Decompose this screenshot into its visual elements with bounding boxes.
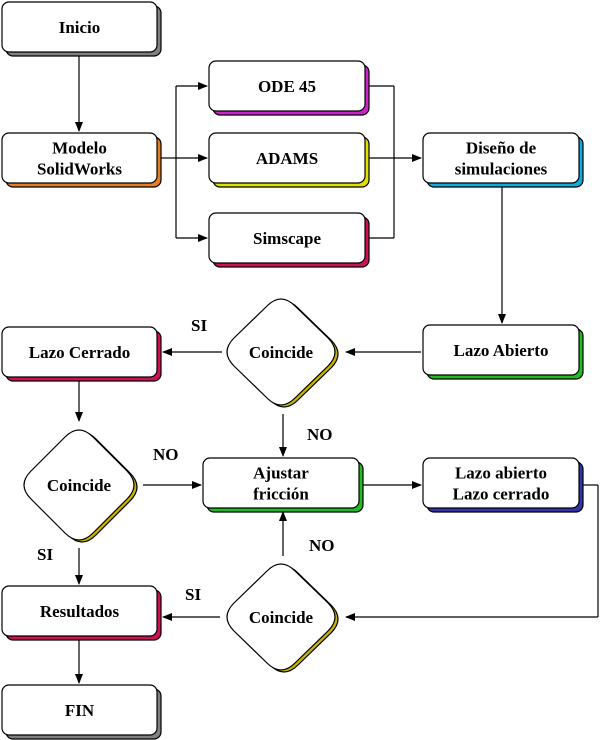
node-label: SolidWorks (37, 160, 122, 179)
node-fin: FIN (1, 684, 162, 740)
node-box (422, 132, 580, 184)
node-coincide-left: Coincide (23, 429, 138, 543)
node-box (422, 324, 580, 376)
node-label: simulaciones (455, 160, 548, 179)
node-label: Inicio (59, 18, 101, 37)
node-label: FIN (65, 701, 95, 720)
node-box (208, 60, 366, 112)
node-label: Diseño de (466, 139, 537, 158)
node-label: Lazo cerrado (453, 485, 550, 504)
label-no-top: NO (307, 425, 333, 444)
node-lazo-abierto: Lazo Abierto (422, 324, 584, 380)
node-label: Lazo Abierto (454, 341, 549, 360)
node-box (1, 684, 158, 736)
label-si-bottom: SI (185, 585, 201, 604)
node-box (1, 132, 158, 184)
node-label: Lazo Cerrado (29, 343, 131, 362)
node-label: Coincide (47, 476, 112, 495)
node-box (208, 212, 366, 264)
node-diamond (226, 298, 336, 406)
node-box (1, 326, 158, 378)
node-box (1, 1, 158, 53)
node-label: ADAMS (256, 149, 318, 168)
node-box (1, 585, 158, 637)
node-diseno: Diseño de simulaciones (422, 132, 584, 188)
node-label: Lazo abierto (455, 464, 547, 483)
edge-labels: SI NO NO SI NO SI (37, 316, 335, 604)
node-diamond (23, 429, 135, 541)
node-diamond (226, 563, 336, 671)
label-si-top: SI (191, 316, 207, 335)
label-no-bottom: NO (309, 536, 335, 555)
node-coincide-top: Coincide (226, 298, 339, 408)
node-adams: ADAMS (208, 132, 370, 188)
node-label: Modelo (52, 139, 107, 158)
node-label: ODE 45 (258, 77, 316, 96)
node-label: Coincide (249, 343, 314, 362)
label-si-left: SI (37, 545, 53, 564)
node-label: Resultados (40, 602, 120, 621)
node-box (208, 132, 366, 184)
node-label: Simscape (253, 229, 321, 248)
node-box (422, 457, 580, 509)
node-box (202, 457, 360, 509)
label-no-left: NO (153, 445, 179, 464)
node-label: Ajustar (253, 464, 309, 483)
node-lazo-cerrado: Lazo Cerrado (1, 326, 162, 382)
node-ajustar: Ajustar fricción (202, 457, 364, 513)
node-resultados: Resultados (1, 585, 162, 641)
connectors (75, 54, 599, 684)
node-simscape: Simscape (208, 212, 370, 268)
node-ode45: ODE 45 (208, 60, 370, 116)
node-label: fricción (253, 485, 309, 504)
node-inicio: Inicio (1, 1, 162, 57)
node-coincide-bottom: Coincide (226, 563, 339, 673)
node-label: Coincide (249, 608, 314, 627)
